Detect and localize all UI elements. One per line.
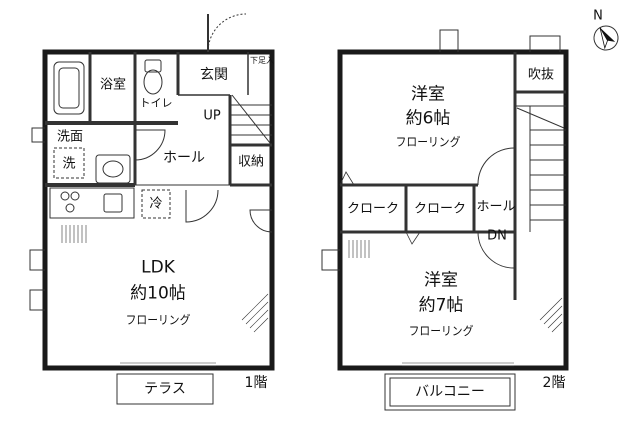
floor1-label: 1階 xyxy=(244,375,268,391)
ldk-flooring: フローリング xyxy=(125,313,191,327)
floor2-doors xyxy=(321,29,561,271)
floor2-walls xyxy=(337,49,569,371)
floor1-windows xyxy=(61,225,269,367)
washer-label: 洗 xyxy=(62,156,76,172)
floor2-label: 2階 xyxy=(542,375,566,391)
stairs-down-label: DN xyxy=(487,228,507,244)
room-a-name: 洋室 xyxy=(411,84,445,105)
floor1-fixtures xyxy=(49,59,171,219)
washroom-label: 洗面 xyxy=(56,129,84,145)
entrance-label: 玄関 xyxy=(200,67,228,83)
floor1-doors xyxy=(29,13,273,311)
floor2-hall-label: ホール xyxy=(476,199,516,215)
toilet-label: トイレ xyxy=(139,96,173,110)
balcony-outline xyxy=(384,373,516,411)
closet-1-label: クローク xyxy=(346,201,400,217)
room-b-flooring: フローリング xyxy=(408,324,474,338)
terrace-outline xyxy=(116,373,214,405)
stairs-up-label: UP xyxy=(203,108,221,124)
balcony-label: バルコニー xyxy=(415,384,485,400)
floor2-windows xyxy=(348,240,563,367)
ldk-size: 約10帖 xyxy=(130,283,186,304)
closet-2-label: クローク xyxy=(413,201,467,217)
room-a-size: 約6帖 xyxy=(405,108,451,129)
room-b-name: 洋室 xyxy=(424,270,458,291)
void-label: 吹抜 xyxy=(527,67,555,83)
compass-north-label: N xyxy=(593,8,603,24)
ldk-name: LDK xyxy=(141,257,175,278)
room-a-flooring: フローリング xyxy=(395,135,461,149)
shoe-storage-label: 下足入 xyxy=(250,56,274,65)
room-b-size: 約7帖 xyxy=(418,295,464,316)
north-arrow-icon xyxy=(593,25,619,51)
bath-label: 浴室 xyxy=(99,77,127,93)
storage-label: 収納 xyxy=(237,154,265,170)
terrace-label: テラス xyxy=(144,381,186,397)
hall-label: ホール xyxy=(163,150,205,166)
fridge-label: 冷 xyxy=(149,196,163,212)
